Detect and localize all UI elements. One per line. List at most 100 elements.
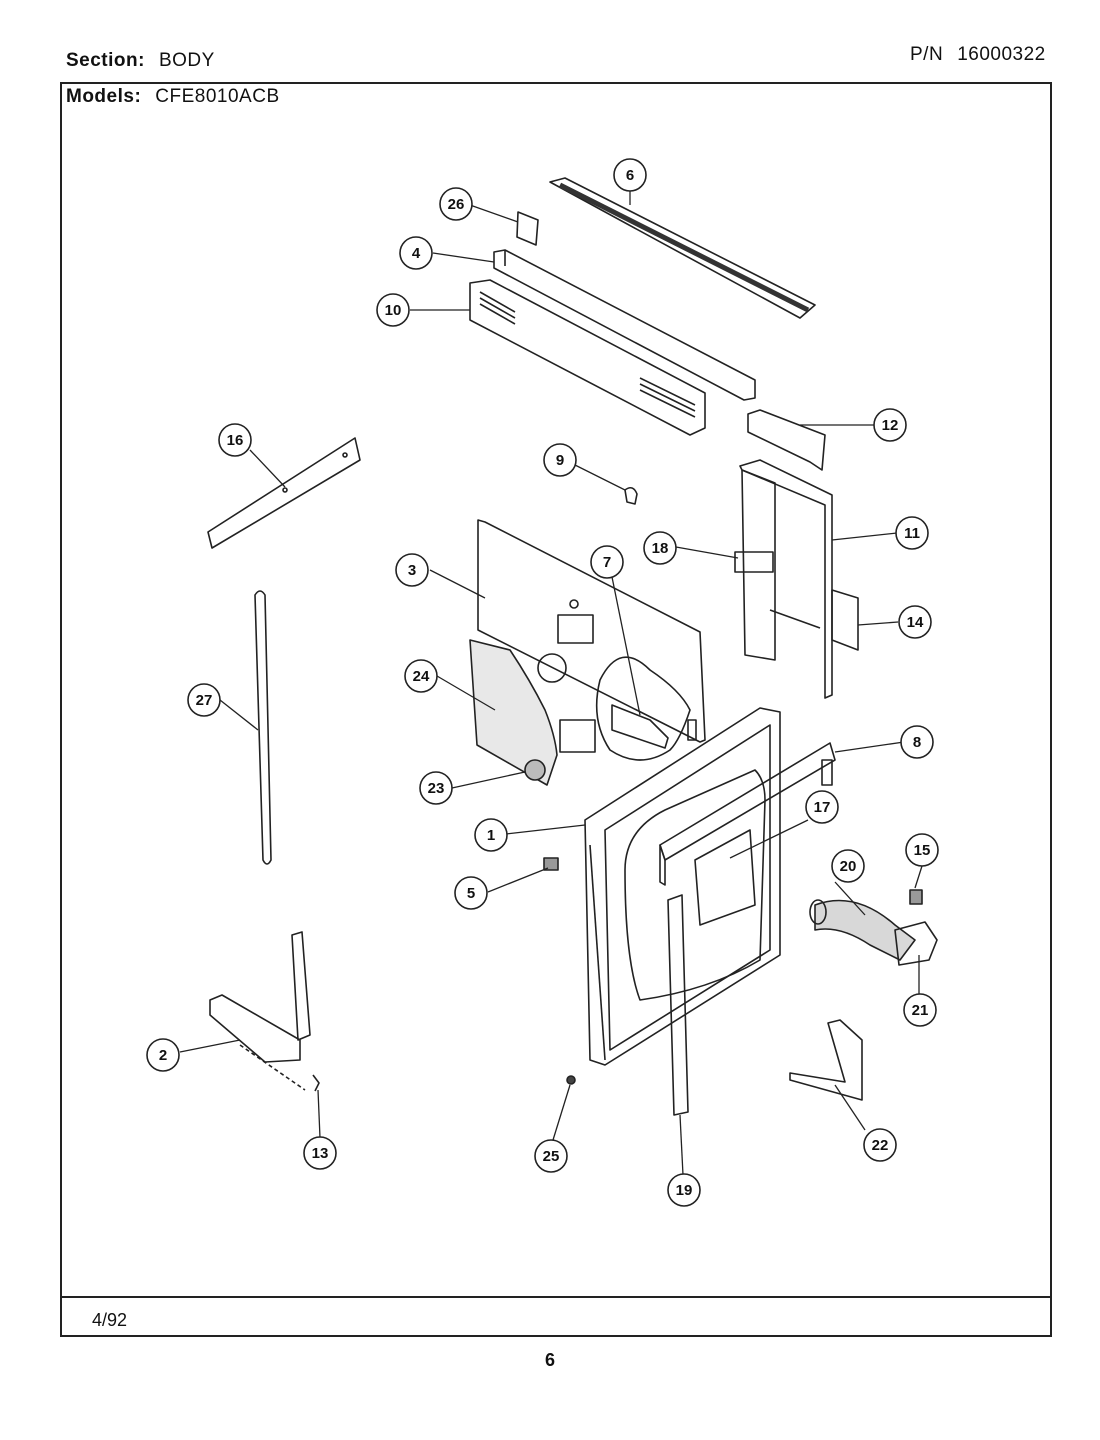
callout-number: 1 <box>487 827 495 844</box>
callout-18: 18 <box>643 531 677 565</box>
callout-23: 23 <box>419 771 453 805</box>
callout-circle <box>805 790 839 824</box>
callout-number: 16 <box>227 432 244 449</box>
callout-4: 4 <box>399 236 433 270</box>
callout-number: 6 <box>626 167 634 184</box>
callout-number: 24 <box>413 668 430 685</box>
callout-number: 18 <box>652 540 669 557</box>
section-value: BODY <box>158 50 215 71</box>
part-small-screw <box>566 1075 576 1085</box>
part-vertical-rod <box>254 590 272 865</box>
part-screw <box>543 857 559 871</box>
callout-number: 8 <box>913 734 921 751</box>
callout-22: 22 <box>863 1128 897 1162</box>
callout-circle <box>399 236 433 270</box>
callout-circle <box>613 158 647 192</box>
callout-16: 16 <box>218 423 252 457</box>
page-number: 6 <box>544 1350 555 1370</box>
callout-number: 7 <box>603 554 611 571</box>
callout-circle <box>439 187 473 221</box>
part-vertical-bar <box>667 894 689 1116</box>
callout-15: 15 <box>905 833 939 867</box>
callout-number: 22 <box>872 1137 889 1154</box>
pn-value: 16000322 <box>957 44 1046 65</box>
callout-24: 24 <box>404 659 438 693</box>
part-number: P/N 16000322 <box>910 44 1046 66</box>
part-hinge <box>209 931 320 1092</box>
part-internal-bracket <box>595 656 691 761</box>
callout-number: 13 <box>312 1145 329 1162</box>
callout-circle <box>376 293 410 327</box>
callout-circle <box>218 423 252 457</box>
part-door-frame <box>584 707 781 1066</box>
models-header: Models: CFE8010ACB <box>66 86 280 108</box>
revision-date: 4/92 <box>92 1310 128 1330</box>
callout-21: 21 <box>903 993 937 1027</box>
callout-number: 26 <box>448 196 465 213</box>
callout-5: 5 <box>454 876 488 910</box>
callout-circle <box>419 771 453 805</box>
callout-number: 4 <box>412 245 421 262</box>
part-l-bracket <box>789 1019 863 1101</box>
callout-circle <box>667 1173 701 1207</box>
callout-number: 5 <box>467 885 475 902</box>
callout-circle <box>454 876 488 910</box>
part-knob <box>524 759 546 781</box>
callout-circle <box>898 605 932 639</box>
callout-13: 13 <box>303 1136 337 1170</box>
callout-circle <box>900 725 934 759</box>
callout-circle <box>474 818 508 852</box>
callout-26: 26 <box>439 187 473 221</box>
callout-11: 11 <box>895 516 929 550</box>
callout-number: 12 <box>882 417 899 434</box>
callout-27: 27 <box>187 683 221 717</box>
callout-circle <box>873 408 907 442</box>
callout-19: 19 <box>667 1173 701 1207</box>
callout-number: 21 <box>912 1002 929 1019</box>
callout-number: 19 <box>676 1182 693 1199</box>
callout-number: 23 <box>428 780 445 797</box>
part-insulation <box>469 639 558 786</box>
callout-number: 27 <box>196 692 213 709</box>
pn-label: P/N <box>910 44 944 65</box>
callout-circle <box>831 849 865 883</box>
callout-circle <box>590 545 624 579</box>
callout-circle <box>303 1136 337 1170</box>
callout-number: 11 <box>904 525 920 542</box>
callout-10: 10 <box>376 293 410 327</box>
callout-circle <box>905 833 939 867</box>
section-label: Section: <box>66 50 145 71</box>
callout-number: 20 <box>840 858 857 875</box>
callout-25: 25 <box>534 1139 568 1173</box>
part-window-plate <box>694 829 756 926</box>
callout-17: 17 <box>805 790 839 824</box>
callout-circle <box>534 1139 568 1173</box>
callout-number: 10 <box>385 302 402 319</box>
callout-circle <box>395 553 429 587</box>
models-label: Models: <box>66 86 142 107</box>
callout-7: 7 <box>590 545 624 579</box>
section-header: Section: BODY <box>66 50 215 72</box>
part-end-cap <box>747 409 826 471</box>
callout-8: 8 <box>900 725 934 759</box>
footer-divider <box>62 1296 1050 1298</box>
leader-lines <box>179 190 923 1176</box>
part-cross-bar <box>659 742 836 886</box>
part-channel <box>493 249 756 401</box>
callout-9: 9 <box>543 443 577 477</box>
callout-circle <box>903 993 937 1027</box>
models-value: CFE8010ACB <box>155 86 280 107</box>
callout-circle <box>146 1038 180 1072</box>
callout-number: 2 <box>159 1047 167 1064</box>
callout-12: 12 <box>873 408 907 442</box>
part-hose-assembly <box>809 889 938 966</box>
callout-20: 20 <box>831 849 865 883</box>
part-top-trim <box>549 177 816 319</box>
callout-3: 3 <box>395 553 429 587</box>
part-vent-panel <box>469 279 706 436</box>
callout-14: 14 <box>898 605 932 639</box>
callout-circle <box>895 516 929 550</box>
callout-number: 3 <box>408 562 416 579</box>
callout-circle <box>543 443 577 477</box>
